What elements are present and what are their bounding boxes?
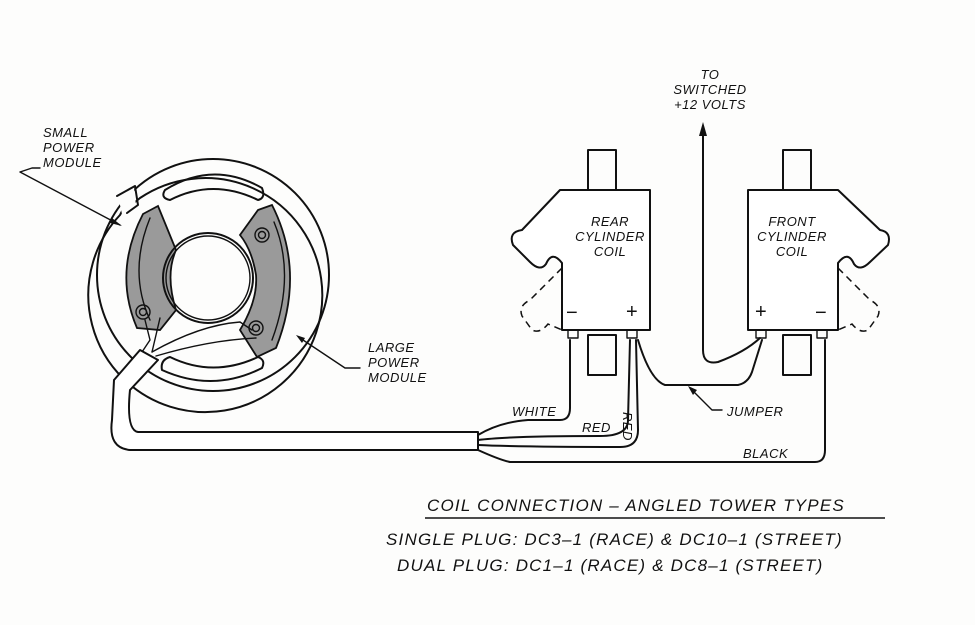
rear-cylinder-coil (510, 149, 651, 376)
caption-dual-plug: DUAL PLUG: DC1–1 (RACE) & DC8–1 (STREET) (397, 556, 824, 575)
leader-jumper (689, 387, 723, 411)
label-line: POWER (368, 355, 420, 370)
rear-coil-plus-sign: + (626, 301, 638, 323)
large-power-module-label: LARGE POWER MODULE (368, 340, 427, 385)
jumper-label: JUMPER (727, 404, 784, 419)
front-coil-minus-sign: − (815, 302, 827, 324)
front-coil-minus-terminal (816, 329, 828, 339)
rear-coil-top-tower (587, 149, 617, 196)
small-power-module (125, 204, 178, 331)
plate-outline (87, 177, 324, 414)
label-line: CYLINDER (575, 229, 645, 244)
label-line: SWITCHED (673, 82, 747, 97)
wire-white (477, 339, 571, 436)
wire-label-red: RED (582, 420, 611, 435)
leader-large-module (299, 337, 361, 369)
label-line: COIL (593, 244, 627, 259)
switched-12v-wire (702, 127, 761, 364)
rear-coil-body (510, 189, 651, 331)
label-line: TO (700, 67, 720, 82)
wire-red-2 (477, 339, 639, 448)
small-power-module-label: SMALL POWER MODULE (43, 125, 102, 170)
wire-black (477, 339, 826, 463)
leader-small-module (19, 167, 121, 226)
front-coil-body (747, 189, 890, 331)
rear-coil-minus-sign: − (566, 302, 578, 324)
label-line: +12 VOLTS (674, 97, 746, 112)
label-line: LARGE (368, 340, 415, 355)
harness-wires (477, 339, 826, 463)
front-coil-plus-sign: + (755, 301, 767, 323)
ignition-plate (87, 158, 330, 414)
wire-label-red-vertical: RED (620, 412, 635, 441)
rear-coil-bottom-core (587, 334, 617, 376)
front-coil-bottom-core (782, 334, 812, 376)
front-coil-plus-terminal (755, 329, 767, 339)
front-cylinder-coil (747, 149, 890, 376)
front-coil-top-tower (782, 149, 812, 196)
rear-coil-label: REAR CYLINDER COIL (570, 214, 650, 259)
label-line: SMALL (43, 125, 89, 140)
rear-coil-plus-terminal (626, 329, 638, 339)
wire-label-white: WHITE (512, 404, 557, 419)
wire-label-black: BLACK (743, 446, 789, 461)
label-line: MODULE (43, 155, 102, 170)
large-power-module (238, 203, 291, 359)
module-screw (254, 227, 270, 243)
wire-red-1 (477, 339, 631, 441)
label-line: COIL (775, 244, 809, 259)
label-line: MODULE (368, 370, 427, 385)
label-line: FRONT (768, 214, 816, 229)
front-coil-label: FRONT CYLINDER COIL (752, 214, 832, 259)
rear-coil-minus-terminal (567, 329, 579, 339)
label-line: REAR (590, 214, 630, 229)
plate-slot-top (162, 173, 265, 201)
plate-ring (96, 158, 330, 392)
switched-12v-label: TO SWITCHED +12 VOLTS (660, 67, 760, 112)
module-screw (135, 304, 151, 320)
caption-single-plug: SINGLE PLUG: DC3–1 (RACE) & DC10–1 (STRE… (386, 530, 843, 549)
label-line: CYLINDER (757, 229, 827, 244)
arrow-up-icon (699, 122, 707, 136)
plate-notch (116, 185, 139, 214)
label-line: POWER (43, 140, 95, 155)
plate-center-hole (162, 232, 254, 324)
caption-title: COIL CONNECTION – ANGLED TOWER TYPES (427, 496, 845, 515)
plate-slot-bottom (160, 356, 265, 382)
jumper-wire (637, 339, 763, 386)
